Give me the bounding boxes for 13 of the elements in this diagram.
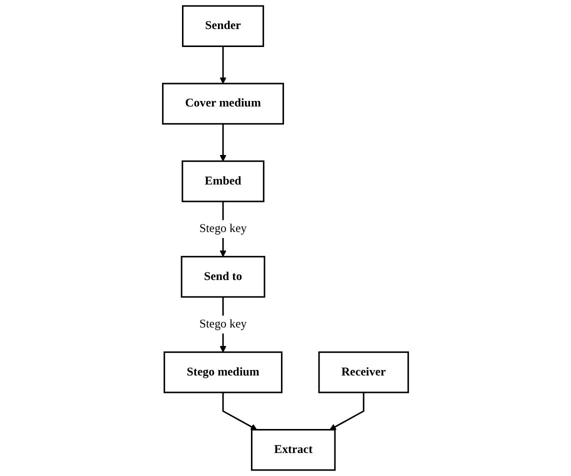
node-box: Extract [250,429,336,471]
edge-label: Stego key [199,318,247,331]
node-box: Receiver [318,351,409,394]
node-box: Sender [182,5,264,47]
node-box: Stego medium [164,351,282,394]
node-box: Cover medium [162,82,284,125]
node-box: Embed [182,160,264,202]
arrow [220,46,226,84]
node-box: Send to [180,256,266,298]
arrow [330,392,364,430]
edge-label: Stego key [199,222,247,236]
arrow [220,124,226,162]
arrow [222,392,258,430]
